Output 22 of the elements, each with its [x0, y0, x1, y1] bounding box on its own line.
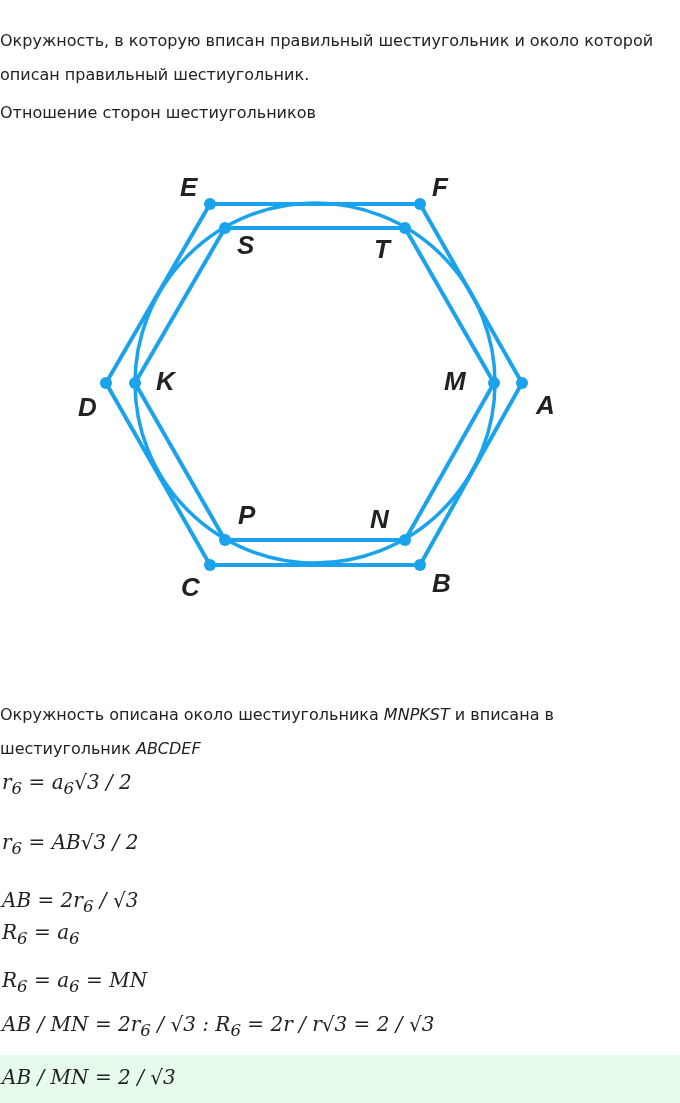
point-label: A [536, 390, 555, 421]
formula: r$_{6}$ = AB√3 / 2 [2, 830, 139, 858]
point-label: K [156, 366, 175, 397]
point-label: S [237, 230, 255, 261]
point-label: T [374, 234, 390, 265]
point-label: F [432, 172, 448, 203]
point-label: M [444, 366, 466, 397]
point-label: P [238, 500, 256, 531]
point-label: N [370, 504, 389, 535]
formula: R$_{6}$ = a$_{6}$ [2, 920, 80, 948]
formula: R$_{6}$ = a$_{6}$ = MN [2, 968, 148, 996]
formula: AB / MN = 2r$_{6}$ / √3 : R$_{6}$ = 2r / r√3 = 2 / √3 [2, 1012, 435, 1040]
formula: AB / MN = 2 / √3 [2, 1065, 176, 1089]
point-label: E [180, 172, 198, 203]
point-label: B [432, 568, 451, 599]
heading-text: Отношение сторон шестиугольников [0, 102, 317, 124]
point-label: D [78, 392, 97, 423]
formula: r$_{6}$ = a$_{6}$√3 / 2 [2, 770, 132, 798]
point-label: C [181, 572, 200, 603]
paragraph-text: Окружность, в которую вписан правильный шестиугольник и около которой описан правильный шестиугольник. [0, 30, 655, 86]
formula: AB = 2r$_{6}$ / √3 [2, 888, 139, 916]
paragraph-text: Окружность описана около шестиугольника MNPKST и вписана в шестиугольник ABCDEF [0, 704, 555, 760]
